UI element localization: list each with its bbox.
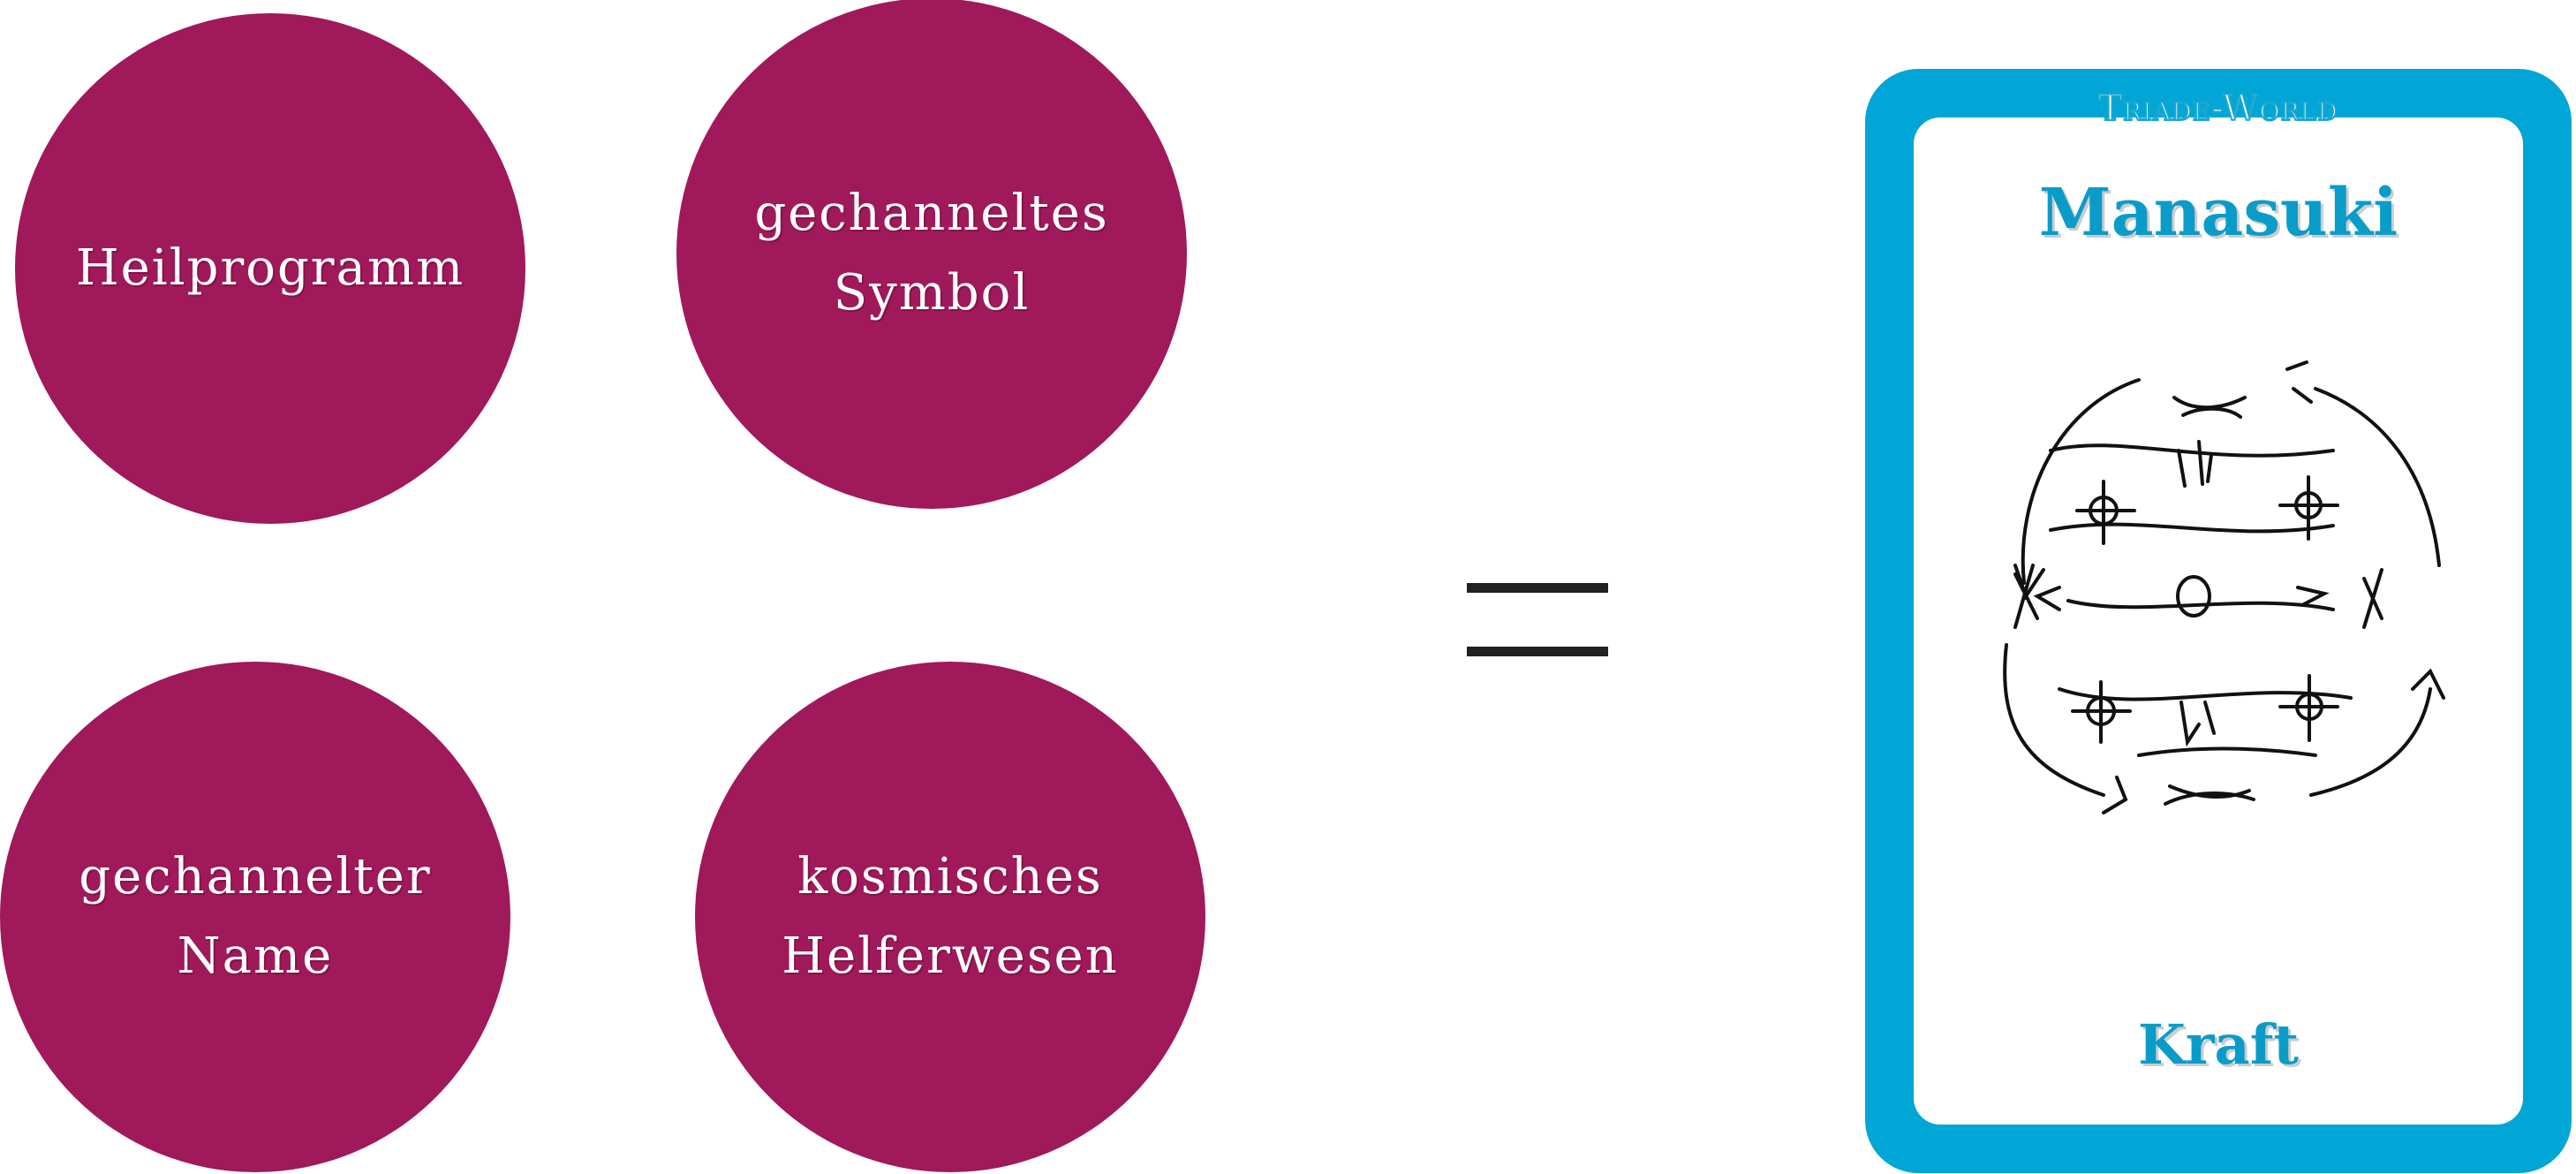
circle-label: gechannelter Name — [79, 848, 432, 985]
energy-card: Triade-World Manasuki Kraft — [1865, 69, 2572, 1173]
circle-kosmisches-helferwesen: kosmisches Helferwesen — [695, 662, 1205, 1172]
card-brand: Triade-World — [2097, 87, 2338, 130]
circle-label: gechanneltes Symbol — [754, 185, 1109, 322]
channeled-symbol-drawing — [2003, 360, 2445, 814]
circle-gechannelter-name: gechannelter Name — [0, 662, 510, 1172]
circle-label: kosmisches Helferwesen — [782, 848, 1119, 985]
equals-bar-top — [1467, 583, 1608, 593]
card-footer: Kraft — [2137, 1012, 2300, 1077]
equals-bar-bottom — [1467, 647, 1608, 656]
circle-heilprogramm: Heilprogramm — [15, 13, 525, 524]
card-title: Manasuki — [2038, 175, 2398, 251]
circle-gechanneltes-symbol: gechanneltes Symbol — [676, 0, 1187, 509]
equals-sign — [1467, 583, 1608, 658]
circle-label: Heilprogramm — [75, 239, 465, 297]
